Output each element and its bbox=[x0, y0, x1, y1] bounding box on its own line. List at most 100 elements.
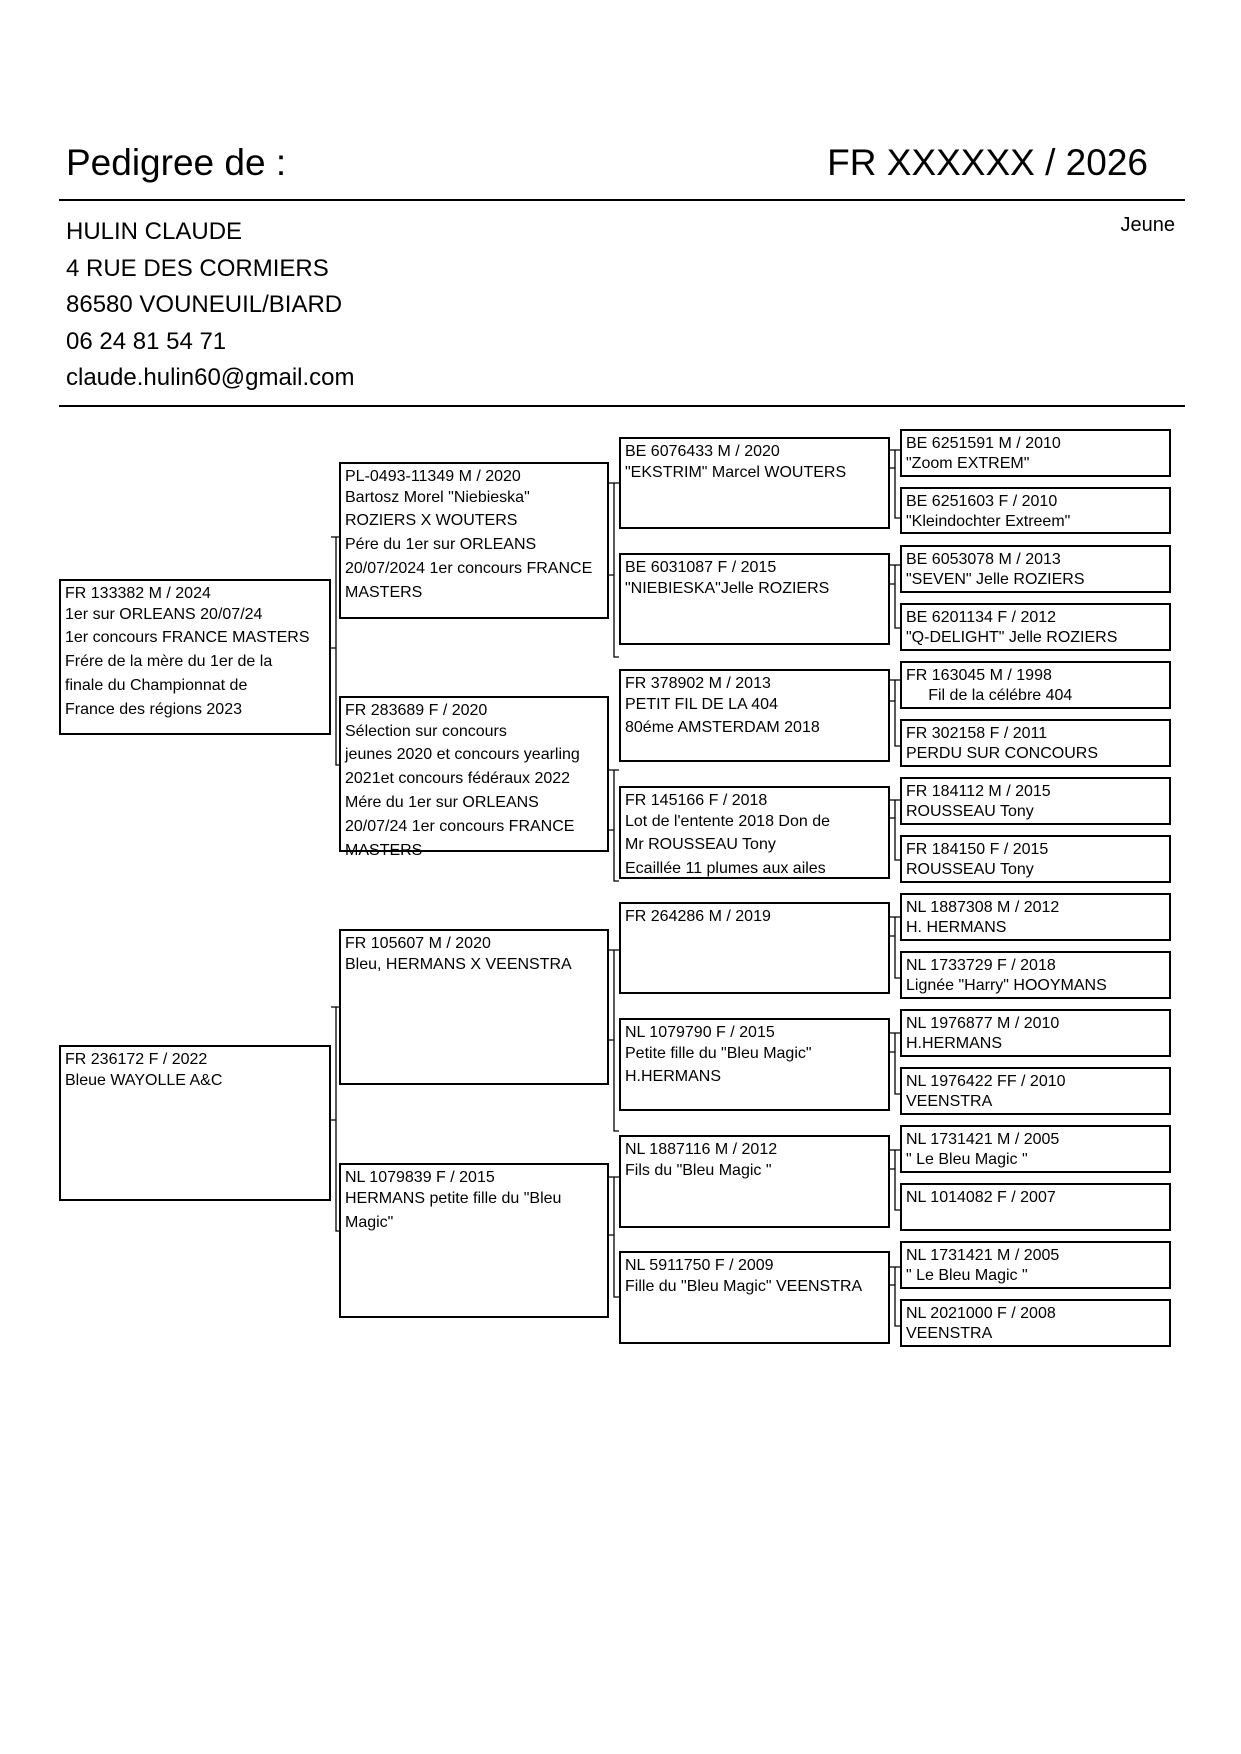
pedigree-card-ggg-2: BE 6251603 F / 2010 "Kleindochter Extree… bbox=[900, 487, 1171, 534]
card-line: VEENSTRA bbox=[906, 1093, 993, 1110]
card-line: Magic" bbox=[345, 1214, 394, 1231]
pedigree-card-gg-6: NL 1079790 F / 2015 Petite fille du "Ble… bbox=[619, 1018, 890, 1111]
card-line: ROUSSEAU Tony bbox=[906, 803, 1034, 820]
card-line: Lot de l'entente 2018 Don de bbox=[625, 813, 830, 830]
card-line: " Le Bleu Magic " bbox=[906, 1151, 1028, 1168]
card-line: H.HERMANS bbox=[906, 1035, 1003, 1052]
owner-email: claude.hulin60@gmail.com bbox=[66, 364, 355, 391]
pedigree-card-ggg-3: BE 6053078 M / 2013 "SEVEN" Jelle ROZIER… bbox=[900, 545, 1171, 593]
ring-text: NL 1887116 M / 2012 bbox=[625, 1141, 778, 1158]
card-line: finale du Championnat de bbox=[65, 677, 248, 694]
ring-text: NL 1887308 M / 2012 bbox=[906, 899, 1060, 916]
card-line: "Zoom EXTREM" bbox=[906, 455, 1030, 472]
pedigree-card-ggg-11: NL 1976877 M / 2010 H.HERMANS bbox=[900, 1009, 1171, 1057]
card-line: H.HERMANS bbox=[625, 1068, 722, 1085]
ring-text: NL 1014082 F / 2007 bbox=[906, 1189, 1056, 1206]
pedigree-card-ggg-14: NL 1014082 F / 2007 bbox=[900, 1183, 1171, 1231]
owner-block: HULIN CLAUDE 4 RUE DES CORMIERS 86580 VO… bbox=[66, 214, 355, 397]
ring-text: FR 163045 M / 1998 bbox=[906, 667, 1052, 684]
pedigree-card-ggg-7: FR 184112 M / 2015 ROUSSEAU Tony bbox=[900, 777, 1171, 825]
header-divider bbox=[59, 199, 1185, 201]
pedigree-card-granddam-paternal: FR 283689 F / 2020 Sélection sur concour… bbox=[339, 696, 609, 859]
ring-text: NL 1731421 M / 2005 bbox=[906, 1131, 1060, 1148]
pedigree-card-ggg-15: NL 1731421 M / 2005 " Le Bleu Magic " bbox=[900, 1241, 1171, 1289]
pedigree-card-ggg-10: NL 1733729 F / 2018 Lignée "Harry" HOOYM… bbox=[900, 951, 1171, 999]
card-line: ROUSSEAU Tony bbox=[906, 861, 1034, 878]
card-line: Sélection sur concours bbox=[345, 723, 507, 740]
card-line: 1er concours FRANCE MASTERS bbox=[65, 629, 310, 646]
owner-name: HULIN CLAUDE bbox=[66, 218, 243, 245]
ring-text: NL 1733729 F / 2018 bbox=[906, 957, 1056, 974]
ring-text: FR 302158 F / 2011 bbox=[906, 725, 1048, 742]
card-line: Fille du "Bleu Magic" VEENSTRA bbox=[625, 1278, 863, 1295]
owner-city: 86580 VOUNEUIL/BIARD bbox=[66, 291, 343, 318]
card-line: Mére du 1er sur ORLEANS bbox=[345, 794, 539, 811]
pedigree-card-ggg-6: FR 302158 F / 2011 PERDU SUR CONCOURS bbox=[900, 719, 1171, 767]
card-line: "EKSTRIM" Marcel WOUTERS bbox=[625, 464, 847, 481]
pedigree-card-gg-3: FR 378902 M / 2013 PETIT FIL DE LA 404 8… bbox=[619, 669, 890, 762]
pedigree-card-gg-2: BE 6031087 F / 2015 "NIEBIESKA"Jelle ROZ… bbox=[619, 553, 890, 645]
ring-text: NL 1731421 M / 2005 bbox=[906, 1247, 1060, 1264]
card-line: " Le Bleu Magic " bbox=[906, 1267, 1028, 1284]
pedigree-card-ggg-4: BE 6201134 F / 2012 "Q-DELIGHT" Jelle RO… bbox=[900, 603, 1171, 651]
card-line: Fils du "Bleu Magic " bbox=[625, 1162, 772, 1179]
card-line: Bartosz Morel "Niebieska" bbox=[345, 489, 530, 506]
card-line: Bleue WAYOLLE A&C bbox=[65, 1072, 223, 1089]
card-line: Mr ROUSSEAU Tony bbox=[625, 836, 776, 853]
card-line: Petite fille du "Bleu Magic" bbox=[625, 1045, 812, 1062]
pedigree-card-grandsire-paternal: PL-0493-11349 M / 2020 Bartosz Morel "Ni… bbox=[339, 462, 609, 619]
ring-text: FR 145166 F / 2018 bbox=[625, 792, 768, 809]
ring-text: FR 105607 M / 2020 bbox=[345, 935, 491, 952]
ring-text: FR 236172 F / 2022 bbox=[65, 1051, 208, 1068]
owner-divider bbox=[59, 405, 1185, 407]
card-line: PETIT FIL DE LA 404 bbox=[625, 696, 778, 713]
ring-text: BE 6251603 F / 2010 bbox=[906, 493, 1058, 510]
ring-text: NL 5911750 F / 2009 bbox=[625, 1257, 774, 1274]
card-line: "Kleindochter Extreem" bbox=[906, 513, 1071, 530]
owner-street: 4 RUE DES CORMIERS bbox=[66, 254, 329, 282]
card-line: ROZIERS X WOUTERS bbox=[345, 512, 518, 529]
card-line: MASTERS bbox=[345, 584, 423, 601]
ring-text: NL 1079790 F / 2015 bbox=[625, 1024, 775, 1041]
card-line: PERDU SUR CONCOURS bbox=[906, 745, 1099, 762]
ring-text: NL 2021000 F / 2008 bbox=[906, 1305, 1056, 1322]
card-line: Fil de la célébre 404 bbox=[906, 687, 1073, 704]
card-line: H. HERMANS bbox=[906, 919, 1007, 936]
card-line: 1er sur ORLEANS 20/07/24 bbox=[65, 606, 263, 623]
card-line: jeunes 2020 et concours yearling bbox=[345, 746, 580, 763]
page-title: Pedigree de : bbox=[66, 142, 287, 183]
card-line: "NIEBIESKA"Jelle ROZIERS bbox=[625, 580, 830, 597]
pedigree-card-gg-1: BE 6076433 M / 2020 "EKSTRIM" Marcel WOU… bbox=[619, 437, 890, 529]
ring-text: FR 283689 F / 2020 bbox=[345, 702, 488, 719]
card-line: 20/07/2024 1er concours FRANCE bbox=[345, 560, 593, 577]
card-line: France des régions 2023 bbox=[65, 701, 242, 718]
card-line: "SEVEN" Jelle ROZIERS bbox=[906, 571, 1085, 588]
ring-text: FR 184150 F / 2015 bbox=[906, 841, 1049, 858]
pedigree-card-gg-7: NL 1887116 M / 2012 Fils du "Bleu Magic … bbox=[619, 1135, 890, 1228]
pedigree-card-ggg-16: NL 2021000 F / 2008 VEENSTRA bbox=[900, 1299, 1171, 1347]
pedigree-card-ggg-12: NL 1976422 FF / 2010 VEENSTRA bbox=[900, 1067, 1171, 1115]
pedigree-card-ggg-8: FR 184150 F / 2015 ROUSSEAU Tony bbox=[900, 835, 1171, 883]
ring-text: BE 6076433 M / 2020 bbox=[625, 443, 780, 460]
card-line: 2021et concours fédéraux 2022 bbox=[345, 770, 571, 787]
pedigree-card-mother: FR 236172 F / 2022 Bleue WAYOLLE A&C bbox=[59, 1045, 331, 1201]
card-line: Ecaillée 11 plumes aux ailes bbox=[625, 860, 826, 877]
pedigree-card-granddam-maternal: NL 1079839 F / 2015 HERMANS petite fille… bbox=[339, 1163, 609, 1318]
category-label: Jeune bbox=[1120, 214, 1176, 236]
ring-text: FR 264286 M / 2019 bbox=[625, 908, 771, 925]
card-line: Frére de la mère du 1er de la bbox=[65, 653, 273, 670]
ring-text: BE 6201134 F / 2012 bbox=[906, 609, 1057, 626]
ring-text: NL 1079839 F / 2015 bbox=[345, 1169, 495, 1186]
card-line: "Q-DELIGHT" Jelle ROZIERS bbox=[906, 629, 1118, 646]
pedigree-card-ggg-1: BE 6251591 M / 2010 "Zoom EXTREM" bbox=[900, 429, 1171, 477]
ring-text: PL-0493-11349 M / 2020 bbox=[345, 468, 521, 485]
card-line: HERMANS petite fille du "Bleu bbox=[345, 1190, 562, 1207]
ring-text: BE 6251591 M / 2010 bbox=[906, 435, 1061, 452]
owner-phone: 06 24 81 54 71 bbox=[66, 327, 227, 355]
ring-number: FR XXXXXX / 2026 bbox=[827, 142, 1148, 183]
pedigree-card-grandsire-maternal: FR 105607 M / 2020 Bleu, HERMANS X VEENS… bbox=[339, 929, 609, 1085]
card-line: MASTERS bbox=[345, 842, 423, 859]
card-line: 20/07/24 1er concours FRANCE bbox=[345, 818, 575, 835]
card-line: VEENSTRA bbox=[906, 1325, 993, 1342]
pedigree-card-gg-8: NL 5911750 F / 2009 Fille du "Bleu Magic… bbox=[619, 1251, 890, 1344]
